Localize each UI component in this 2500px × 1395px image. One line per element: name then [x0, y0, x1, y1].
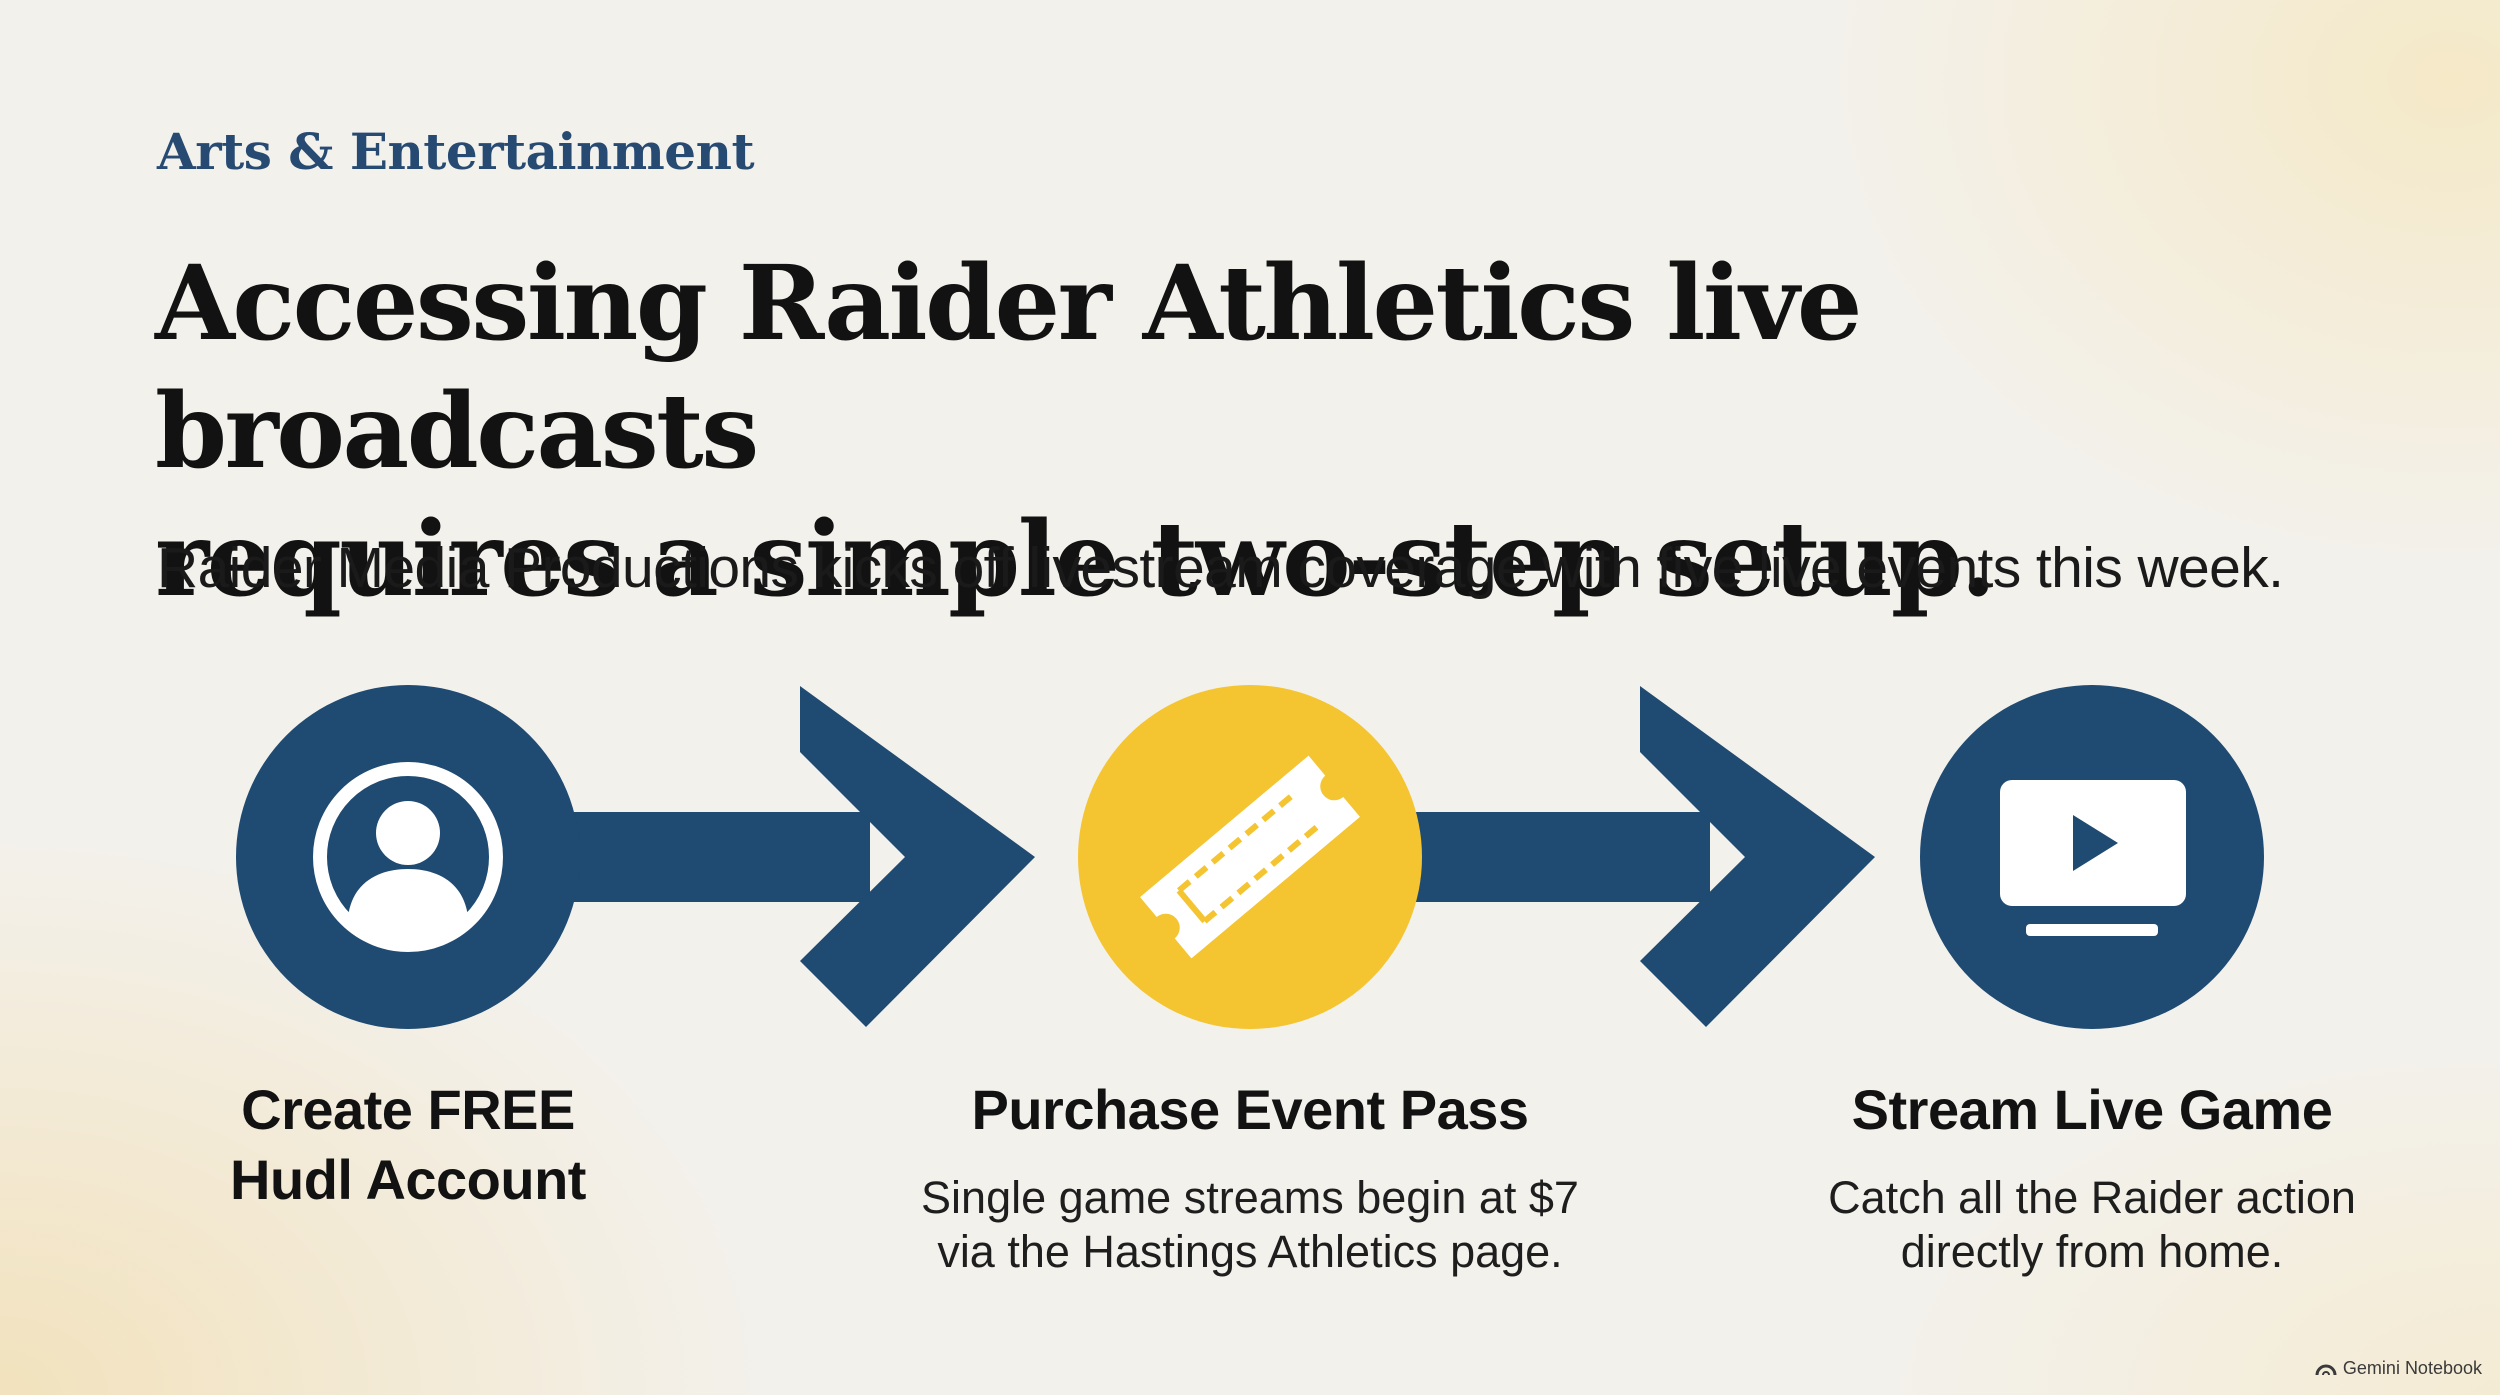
headline-line-2: requires a simple two-step setup. [155, 499, 1996, 620]
step-1-title-line-2: Hudl Account [230, 1148, 586, 1211]
step-2-description: Single game streams begin at $7 via the … [850, 1171, 1650, 1279]
step-2-title-line-1: Purchase Event Pass [971, 1078, 1529, 1141]
section-label: Arts & Entertainment [157, 122, 755, 181]
flow-arrow-2 [1410, 686, 1875, 1027]
video-play-icon [2000, 780, 2186, 936]
headline-line-1: Accessing Raider Athletics live broadcas… [155, 243, 1862, 492]
step-3-title-line-1: Stream Live Game [1851, 1078, 2333, 1141]
step-1-title-line-1: Create FREE [241, 1078, 575, 1141]
brand-label: Gemini Notebook [2342, 1358, 2482, 1378]
step-3-title: Stream Live Game [1742, 1075, 2442, 1145]
ticket-icon [1140, 755, 1360, 959]
step-1-badge [236, 685, 580, 1029]
flow-arrow-1 [570, 686, 1035, 1027]
step-2-title: Purchase Event Pass [900, 1075, 1600, 1145]
step-3-description: Catch all the Raider action directly fro… [1712, 1171, 2472, 1279]
headline: Accessing Raider Athletics live broadcas… [155, 240, 2455, 624]
gemini-notebook-brand: Gemini Notebook [2315, 1358, 2482, 1379]
subheadline: Raider Media Productions kicks off lives… [157, 536, 2284, 600]
step-3-desc-line-2: directly from home. [1900, 1226, 2284, 1277]
step-3-desc-line-1: Catch all the Raider action [1828, 1172, 2356, 1223]
process-flow-diagram [236, 685, 2264, 1029]
gemini-notebook-icon [2315, 1364, 2337, 1375]
step-2-badge [1078, 685, 1422, 1029]
step-2-desc-line-2: via the Hastings Athletics page. [937, 1226, 1563, 1277]
user-account-icon [313, 762, 503, 952]
step-1-title: Create FREE Hudl Account [158, 1075, 658, 1215]
step-2-desc-line-1: Single game streams begin at $7 [921, 1172, 1579, 1223]
step-3-badge [1920, 685, 2264, 1029]
